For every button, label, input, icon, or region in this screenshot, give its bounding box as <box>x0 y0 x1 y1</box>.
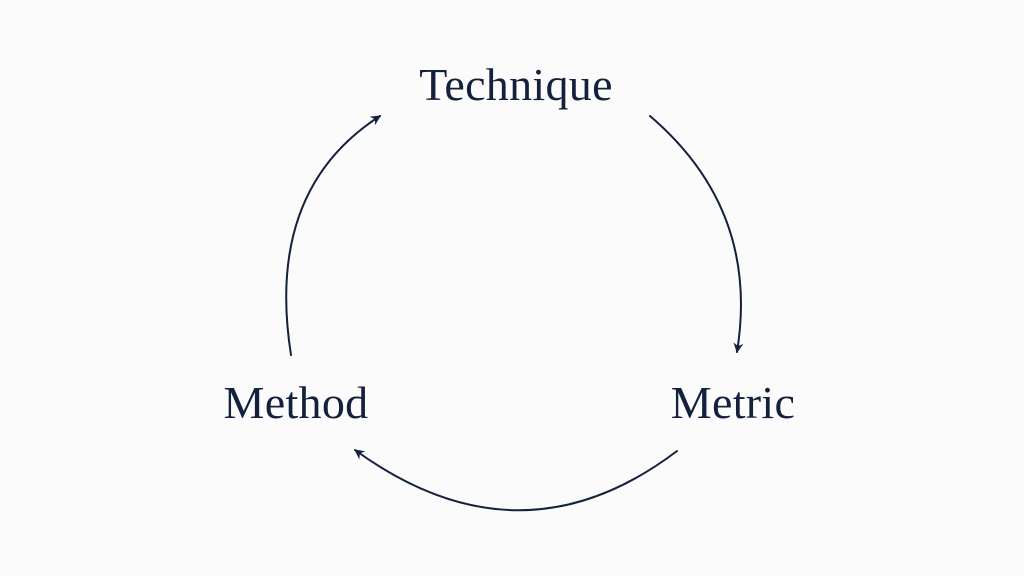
arrow-technique-to-metric <box>649 115 744 353</box>
node-method: Method <box>223 377 369 428</box>
arrow-metric-to-method <box>354 449 678 512</box>
arrow-method-to-technique <box>285 115 381 356</box>
node-technique: Technique <box>419 59 613 110</box>
node-metric: Metric <box>670 377 796 428</box>
